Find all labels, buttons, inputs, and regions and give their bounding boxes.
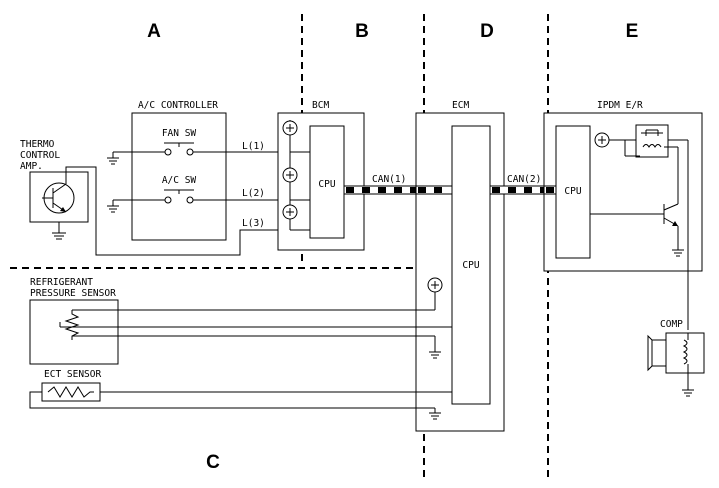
ipdm-relay bbox=[624, 124, 689, 330]
ipdm-cpu bbox=[555, 125, 591, 259]
ipdm-power-symbol bbox=[594, 132, 625, 148]
ect-sensor-label: ECT SENSOR bbox=[44, 369, 101, 380]
ecm-ground-2 bbox=[429, 408, 441, 420]
ipdm-label: IPDM E/R bbox=[597, 100, 643, 111]
thermo-wire bbox=[65, 166, 286, 256]
wire-l3-label: L(3) bbox=[242, 218, 265, 229]
fan-sw-label: FAN SW bbox=[162, 128, 197, 139]
compressor bbox=[647, 332, 705, 397]
ac-switch bbox=[107, 189, 286, 213]
ecm-cpu-label: CPU bbox=[462, 260, 479, 271]
wire-l2-label: L(2) bbox=[242, 188, 265, 199]
can2-label: CAN(2) bbox=[507, 174, 541, 185]
can1-bus-inner bbox=[415, 185, 453, 195]
bcm-cpu bbox=[309, 125, 345, 239]
bcm-cpu-label: CPU bbox=[318, 179, 335, 190]
bcm-label: BCM bbox=[312, 100, 329, 111]
ac-controller-box bbox=[131, 112, 227, 241]
refrigerant-label-line2: PRESSURE SENSOR bbox=[30, 288, 116, 299]
thermo-label-line2: CONTROL bbox=[20, 150, 60, 161]
ecm-power-symbol bbox=[427, 277, 443, 310]
thermo-label-line3: AMP. bbox=[20, 161, 43, 172]
bcm-power-symbols bbox=[282, 120, 298, 230]
section-label-a: A bbox=[147, 21, 161, 42]
can2-bus-inner bbox=[543, 185, 557, 195]
ecm-ground-1 bbox=[429, 336, 441, 359]
comp-label: COMP bbox=[660, 319, 683, 330]
can1-label: CAN(1) bbox=[372, 174, 406, 185]
refrigerant-sensor-resistor bbox=[59, 309, 452, 340]
ect-sensor bbox=[29, 382, 452, 409]
thermo-label-line1: THERMO bbox=[20, 139, 55, 150]
section-label-e: E bbox=[626, 21, 639, 42]
section-label-b: B bbox=[355, 21, 369, 42]
ecm-label: ECM bbox=[452, 100, 469, 111]
section-label-d: D bbox=[480, 21, 494, 42]
ecm-cpu bbox=[451, 125, 491, 405]
ac-controller-label: A/C CONTROLLER bbox=[138, 100, 218, 111]
section-label-c: C bbox=[206, 452, 220, 473]
fan-switch bbox=[107, 142, 286, 165]
refrigerant-label-line1: REFRIGERANT bbox=[30, 277, 93, 288]
ipdm-transistor bbox=[590, 203, 684, 257]
ipdm-cpu-label: CPU bbox=[564, 186, 581, 197]
thermo-control-amp bbox=[29, 171, 89, 240]
wire-l1-label: L(1) bbox=[242, 141, 265, 152]
ac-sw-label: A/C SW bbox=[162, 175, 197, 186]
